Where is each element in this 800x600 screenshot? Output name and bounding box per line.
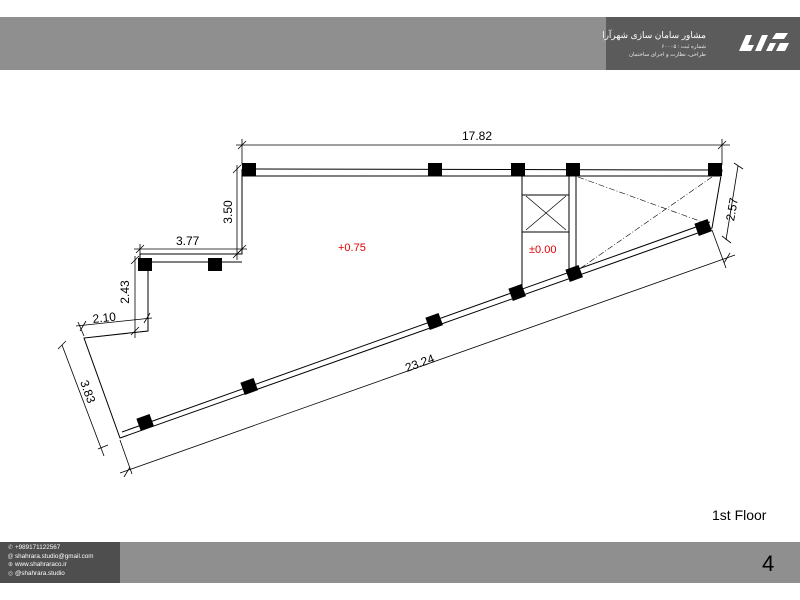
contact-instagram-text: @shahrara.studio: [15, 569, 65, 577]
instagram-icon: ◎: [7, 570, 14, 577]
floor-label: 1st Floor: [712, 507, 767, 523]
column: [694, 218, 712, 236]
brand-box: مشاور سامان سازی شهرآرا شماره ثبت : ۶۰۰۰…: [602, 17, 800, 70]
dim-line-left-short: [75, 317, 153, 327]
column: [428, 163, 442, 176]
level-stair: ±0.00: [529, 244, 556, 256]
column: [242, 163, 256, 176]
plan-outline: [83, 168, 723, 439]
contact-instagram[interactable]: ◎ @shahrara.studio: [0, 570, 120, 579]
contact-email-text: shahrara.studio@gmail.com: [15, 552, 94, 560]
contact-web-text: www.shahraraco.ir: [15, 561, 67, 569]
column: [425, 312, 443, 330]
column: [138, 258, 152, 271]
contact-phone[interactable]: ✆ +989171122567: [0, 544, 120, 553]
column: [708, 163, 722, 176]
contact-web[interactable]: ⊕ www.shahraraco.ir: [0, 561, 120, 570]
column: [565, 264, 583, 282]
contact-email[interactable]: @ shahrara.studio@gmail.com: [0, 553, 120, 562]
dim-label-step: 3.77: [176, 234, 200, 248]
bottom-wall-inner: [121, 221, 711, 433]
contact-phone-text: +989171122567: [15, 544, 61, 551]
company-registration: شماره ثبت : ۶۰۰۰۵: [661, 44, 707, 50]
dim-label-bottom: 23.24: [403, 351, 436, 375]
company-logo-icon: [739, 33, 789, 51]
company-title: مشاور سامان سازی شهرآرا: [602, 30, 706, 40]
column: [511, 163, 525, 176]
column: [208, 258, 222, 271]
web-icon: ⊕: [7, 562, 14, 569]
dim-label-step-vertical: 2.43: [118, 280, 132, 304]
column: [136, 413, 154, 431]
email-icon: @: [7, 553, 14, 560]
dim-label-upper-left: 3.50: [221, 200, 235, 224]
page-number: 4: [762, 551, 775, 576]
dim-label-top: 17.82: [462, 129, 492, 143]
level-main: +0.75: [338, 242, 366, 254]
dim-line-bottom: [119, 254, 736, 474]
company-services: طراحی، نظارت و اجرای ساختمان: [628, 52, 706, 58]
dim-line-left: [61, 344, 105, 457]
dim-line-right: [725, 165, 739, 241]
dim-label-left: 3.83: [77, 378, 98, 405]
void-cross-1b: [525, 195, 567, 231]
phone-icon: ✆: [7, 545, 14, 551]
dim-label-left-short: 2.10: [92, 310, 117, 326]
contact-box: ✆ +989171122567 @ shahrara.studio@gmail.…: [0, 542, 120, 583]
footer-bar: [0, 542, 800, 583]
void-cross-2b: [577, 176, 713, 271]
column: [566, 163, 580, 176]
column: [508, 283, 526, 301]
dim-label-right: 2.57: [723, 196, 741, 222]
void-cross-2a: [577, 176, 709, 225]
column: [240, 377, 258, 395]
